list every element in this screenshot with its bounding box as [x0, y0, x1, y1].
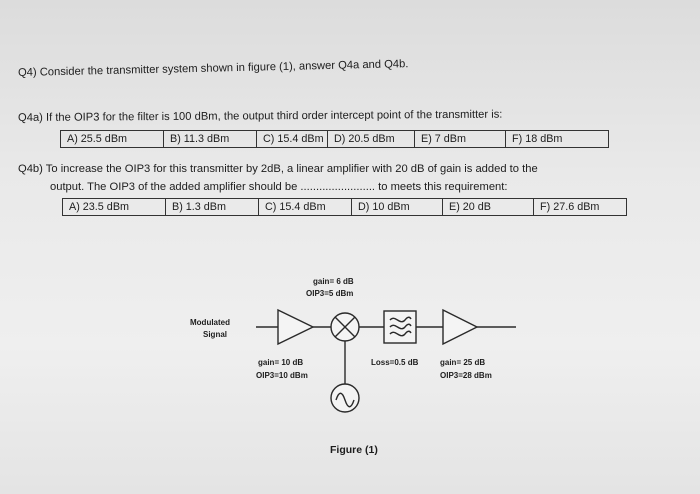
mixer-icon	[330, 312, 360, 342]
q4b-option-a: A) 23.5 dBm	[62, 198, 166, 216]
q4a-option-a: A) 25.5 dBm	[60, 130, 164, 148]
figure-caption: Figure (1)	[330, 444, 378, 456]
bandpass-filter-icon	[383, 310, 417, 344]
q4b-options-table: A) 23.5 dBm B) 1.3 dBm C) 15.4 dBm D) 10…	[62, 198, 627, 216]
input-label-signal: Signal	[203, 330, 228, 339]
first-amplifier-icon	[277, 308, 315, 346]
q4a-option-d: D) 20.5 dBm	[327, 130, 415, 148]
amp1-gain-label: gain= 10 dB	[258, 358, 304, 367]
amp1-oip3-label: OIP3=10 dBm	[256, 371, 308, 380]
amp2-oip3-label: OIP3=28 dBm	[440, 371, 492, 380]
q4a-options-table: A) 25.5 dBm B) 11.3 dBm C) 15.4 dBm D) 2…	[60, 130, 609, 148]
q4a-option-c: C) 15.4 dBm	[256, 130, 328, 148]
amp2-gain-label: gain= 25 dB	[440, 358, 486, 367]
mixer-oip3-label: OIP3=5 dBm	[306, 289, 354, 298]
q4b-question-line2: output. The OIP3 of the added amplifier …	[50, 181, 508, 193]
input-label-modulated: Modulated	[190, 318, 230, 327]
q4b-option-f: F) 27.6 dBm	[533, 198, 627, 216]
q4b-option-d: D) 10 dBm	[351, 198, 443, 216]
second-amplifier-icon	[442, 308, 479, 346]
mixer-gain-label: gain= 6 dB	[313, 277, 354, 286]
q4a-option-f: F) 18 dBm	[505, 130, 609, 148]
q4a-option-e: E) 7 dBm	[414, 130, 506, 148]
local-oscillator-icon	[330, 383, 360, 413]
q4b-option-b: B) 1.3 dBm	[165, 198, 259, 216]
q4b-option-c: C) 15.4 dBm	[258, 198, 352, 216]
q4b-question-line1: Q4b) To increase the OIP3 for this trans…	[18, 163, 538, 175]
filter-loss-label: Loss=0.5 dB	[371, 358, 419, 367]
